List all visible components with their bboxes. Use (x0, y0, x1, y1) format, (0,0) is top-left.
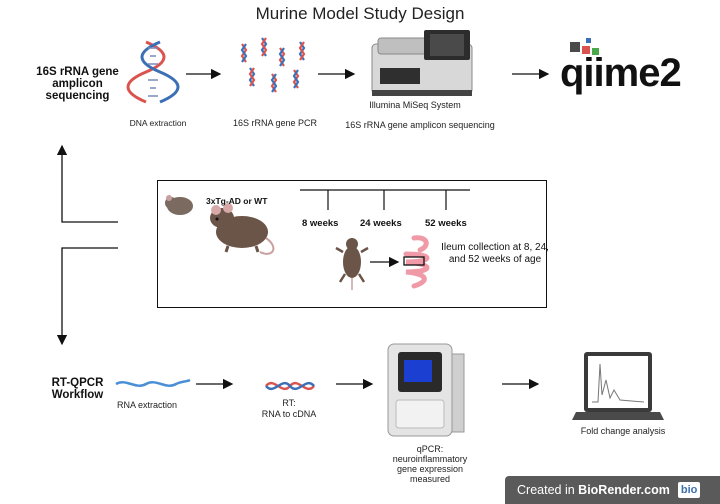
qpcr-instrument-icon (387, 343, 465, 437)
miseq-instrument-icon (371, 30, 473, 96)
dna-helix-icon (126, 40, 180, 104)
biorender-footer[interactable]: Created in BioRender.com bio (505, 476, 720, 504)
timepoint-24-weeks: 24 weeks (360, 218, 402, 229)
diagram-title: Murine Model Study Design (255, 4, 465, 23)
mouse-genotype-label: 3xTg-AD or WT (206, 196, 268, 206)
ileum-collection-label: Ileum collection at 8, 24, and 52 weeks … (441, 242, 549, 265)
ileum-highlight (403, 256, 425, 266)
dna-extraction-label: DNA extraction (129, 118, 187, 128)
qpcr-label: qPCR: neuroinflammatory gene expression … (380, 444, 480, 484)
arrow-to-qpcr (56, 247, 118, 346)
cdna-helix-icon (265, 381, 315, 391)
qiime2-logo: qiime2 (560, 38, 682, 95)
sequencing-section-label: 16S rRNA gene amplicon sequencing (36, 66, 119, 102)
rt-label-line1: RT: (282, 398, 296, 408)
arrow-to-sequencing (56, 144, 118, 223)
qpcr-label-line3: gene expression (396, 464, 464, 474)
qpcr-label-line1: qPCR: (416, 444, 444, 454)
rt-label: RT: RNA to cDNA (254, 398, 324, 420)
qpcr-label-line2: neuroinflammatory (392, 454, 468, 464)
qpcr-section-label: RT-QPCR Workflow (51, 377, 104, 401)
mouse-icon (210, 203, 275, 255)
footer-created-in: Created in (517, 483, 575, 497)
mouse-small-icon (165, 195, 193, 215)
svg-text:qiime2: qiime2 (560, 51, 681, 95)
timepoint-52-weeks: 52 weeks (425, 218, 467, 229)
biorender-logo-icon: bio (677, 482, 701, 498)
intestine-icon (403, 235, 430, 289)
pcr-label: 16S rRNA gene PCR (232, 118, 318, 128)
study-design-box (157, 180, 547, 308)
instrument-label: Illumina MiSeq System (369, 100, 461, 110)
footer-brand: BioRender.com (578, 483, 670, 497)
dissected-mouse-icon (335, 238, 369, 290)
rt-label-line2: RNA to cDNA (261, 409, 317, 419)
timepoint-8-weeks: 8 weeks (302, 218, 339, 229)
footer-text: Created in BioRender.com (505, 483, 670, 497)
rna-extraction-label: RNA extraction (116, 400, 178, 410)
pcr-fragments-icon (240, 37, 306, 93)
timeline (300, 189, 470, 210)
rna-strand-icon (115, 378, 191, 387)
sequencing-label: 16S rRNA gene amplicon sequencing (345, 120, 495, 130)
laptop-icon (572, 352, 664, 420)
qpcr-label-line4: measured (409, 474, 451, 484)
fold-change-label: Fold change analysis (580, 426, 666, 436)
